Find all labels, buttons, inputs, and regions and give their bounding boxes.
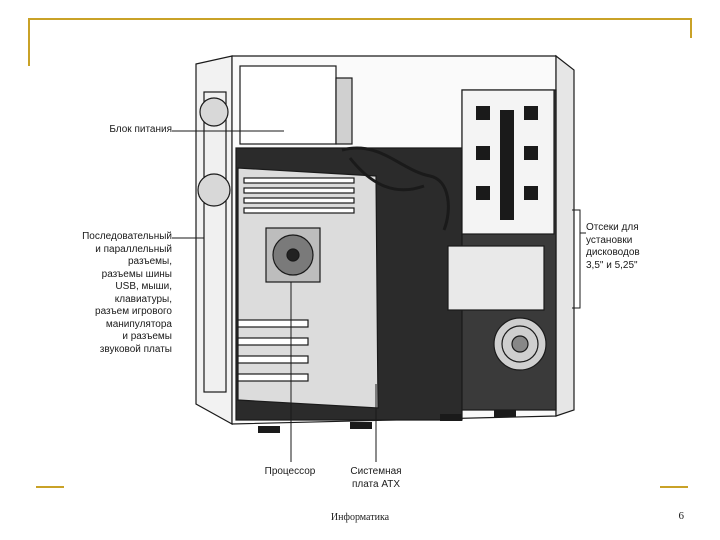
page-number: 6 — [678, 510, 685, 522]
footer-right-rule — [660, 486, 688, 488]
rear-io-panel — [203, 91, 227, 393]
frame-top-rule — [28, 18, 692, 20]
footer-subject: Информатика — [330, 512, 390, 523]
leader-lines — [172, 130, 586, 462]
case-right-edge — [555, 54, 575, 417]
label-power-supply: Блок питания — [109, 124, 172, 135]
bracket-bays — [572, 209, 581, 309]
psu-block — [239, 65, 337, 145]
label-processor: Процессор — [264, 466, 316, 477]
case-illustration — [195, 54, 575, 433]
footer-left-rule — [36, 486, 64, 488]
frame-right-rule — [690, 18, 692, 38]
label-ports: Последовательный и параллельный разъемы,… — [82, 231, 172, 355]
expansion-slots — [237, 319, 309, 382]
cables — [341, 146, 450, 231]
label-motherboard: Системная плата АТХ — [350, 466, 402, 490]
ram-slots — [243, 177, 355, 214]
drive-slots — [476, 106, 538, 220]
label-drive-bays: Отсеки для установки дисководов 3,5" и 5… — [586, 222, 640, 271]
rear-fan-mid — [197, 173, 231, 207]
frame-left-rule — [28, 18, 30, 66]
motherboard-board — [237, 167, 379, 409]
case-feet — [258, 410, 516, 433]
small-drive-bay — [447, 245, 545, 311]
rear-fan-top — [199, 97, 229, 127]
psu-side — [335, 77, 353, 145]
